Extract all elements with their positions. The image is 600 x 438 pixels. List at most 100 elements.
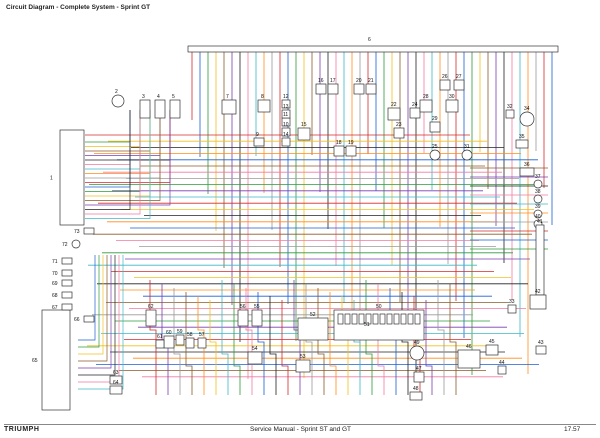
- component-label-18: 18: [336, 140, 342, 146]
- component-label-72: 72: [62, 242, 68, 248]
- component-label-12: 12: [283, 94, 289, 100]
- component-label-41: 41: [537, 219, 543, 225]
- component-20: [353, 83, 365, 95]
- component-label-56: 56: [240, 304, 246, 310]
- component-3: [139, 99, 151, 119]
- component-60: [163, 335, 175, 349]
- component-label-27: 27: [456, 74, 462, 80]
- wire: [269, 296, 277, 395]
- component-label-66: 66: [74, 317, 80, 323]
- wire: [78, 255, 116, 376]
- fuse: [379, 313, 386, 325]
- component-label-67: 67: [52, 305, 58, 311]
- component-70: [61, 269, 73, 277]
- component-label-23: 23: [396, 122, 402, 128]
- component-label-69: 69: [52, 281, 58, 287]
- wire: [245, 288, 253, 395]
- component-label-55: 55: [254, 304, 260, 310]
- footer-rule: [4, 424, 596, 425]
- wire: [85, 110, 161, 201]
- component-label-49: 49: [414, 340, 420, 346]
- component-14: [281, 137, 291, 147]
- fuse: [344, 313, 351, 325]
- wire: [85, 110, 131, 143]
- component-label-35: 35: [519, 134, 525, 140]
- component-2: [111, 94, 125, 108]
- component-label-1: 1: [50, 176, 53, 182]
- component-31: [461, 149, 473, 161]
- component-49: [409, 345, 425, 361]
- component-43: [535, 345, 547, 355]
- component-27: [453, 79, 465, 91]
- component-label-43: 43: [538, 340, 544, 346]
- wire: [233, 284, 241, 395]
- component-45: [485, 344, 499, 356]
- component-65: [41, 309, 71, 411]
- component-label-16: 16: [318, 78, 324, 84]
- wire: [305, 284, 313, 395]
- component-label-47: 47: [416, 366, 422, 372]
- footer-manual-title: Service Manual - Sprint ST and GT: [250, 426, 352, 433]
- page-number: 17.57: [564, 426, 581, 433]
- wire: [85, 110, 131, 165]
- wire: [185, 292, 193, 395]
- wire: [78, 255, 104, 355]
- component-label-17: 17: [330, 78, 336, 84]
- component-69: [61, 279, 73, 287]
- fuse: [372, 313, 379, 325]
- component-label-39: 39: [535, 204, 541, 210]
- fuse: [351, 313, 358, 325]
- component-32: [505, 109, 515, 119]
- component-label-71: 71: [52, 259, 58, 265]
- wire: [173, 288, 181, 395]
- wire: [78, 255, 124, 390]
- component-59: [175, 334, 185, 346]
- component-label-61: 61: [157, 334, 163, 340]
- component-label-46: 46: [466, 344, 472, 350]
- wire: [329, 292, 337, 395]
- component-label-33: 33: [509, 299, 515, 305]
- component-47: [413, 371, 425, 383]
- component-4: [154, 99, 166, 119]
- component-23: [393, 127, 405, 139]
- component-29: [429, 121, 441, 133]
- wire: [85, 110, 151, 219]
- wire: [425, 300, 433, 395]
- component-label-32: 32: [507, 104, 513, 110]
- component-label-2: 2: [115, 89, 118, 95]
- component-7: [221, 99, 237, 115]
- component-label-42: 42: [535, 289, 541, 295]
- component-label-22: 22: [391, 102, 397, 108]
- wire: [209, 300, 217, 395]
- component-label-28: 28: [423, 94, 429, 100]
- component-label-53: 53: [300, 354, 306, 360]
- component-label-25: 25: [432, 144, 438, 150]
- component-label-7: 7: [226, 94, 229, 100]
- component-9: [253, 137, 265, 147]
- component-label-50: 50: [376, 304, 382, 310]
- component-label-51: 51: [364, 322, 370, 328]
- component-label-15: 15: [301, 122, 307, 128]
- diagram-title: Circuit Diagram - Complete System - Spri…: [6, 4, 151, 11]
- component-25: [429, 149, 441, 161]
- component-28: [419, 99, 433, 113]
- component-label-9: 9: [256, 132, 259, 138]
- component-48: [409, 391, 423, 401]
- component-label-20: 20: [356, 78, 362, 84]
- component-64: [109, 385, 123, 395]
- component-73: [83, 227, 95, 235]
- component-66: [83, 315, 95, 323]
- component-label-54: 54: [252, 346, 258, 352]
- component-42: [529, 294, 547, 310]
- component-56: [237, 309, 249, 327]
- component-label-31: 31: [464, 144, 470, 150]
- component-label-4: 4: [157, 94, 160, 100]
- component-17: [327, 83, 339, 95]
- component-label-63: 63: [113, 370, 119, 376]
- component-label-40: 40: [535, 214, 541, 220]
- component-label-6: 6: [368, 37, 371, 43]
- component-33: [507, 304, 517, 314]
- wire: [85, 110, 141, 215]
